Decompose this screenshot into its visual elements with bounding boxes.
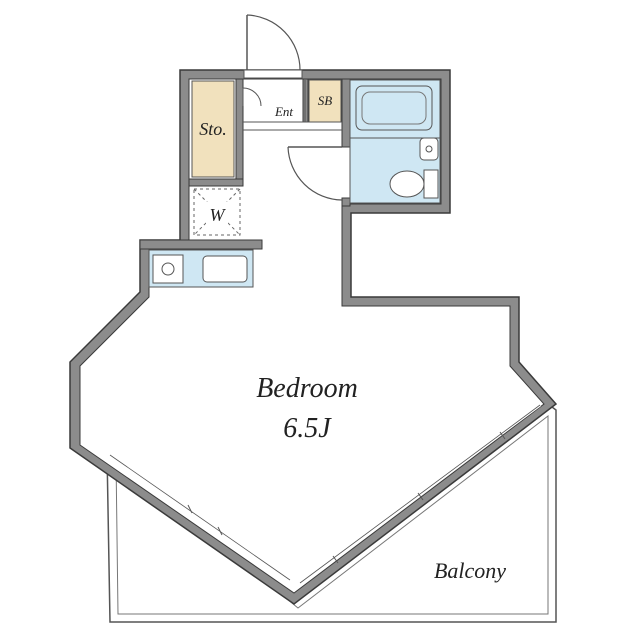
toilet-icon [389,169,439,199]
entrance: Ent SB [242,14,342,123]
storage-closet: Sto. [191,80,235,178]
bedroom-size: 6.5J [283,413,332,444]
bathroom [287,79,441,204]
washer-label: W [210,205,227,225]
washbasin-icon [419,137,439,161]
bath-door-swing [287,146,343,201]
entrance-label: Ent [274,104,293,119]
storage-label: Sto. [199,119,227,139]
stove-icon [152,254,184,284]
kitchen-counter [148,249,254,288]
windows [109,403,541,585]
shoe-box [308,79,342,123]
bedroom-label: Bedroom [256,373,358,404]
sink-icon [202,255,248,283]
bathtub-icon [355,85,433,131]
front-door-swing [246,14,301,71]
shoe-box-label: SB [318,93,333,108]
washer-space: W [193,188,241,236]
balcony-label: Balcony [434,558,506,583]
